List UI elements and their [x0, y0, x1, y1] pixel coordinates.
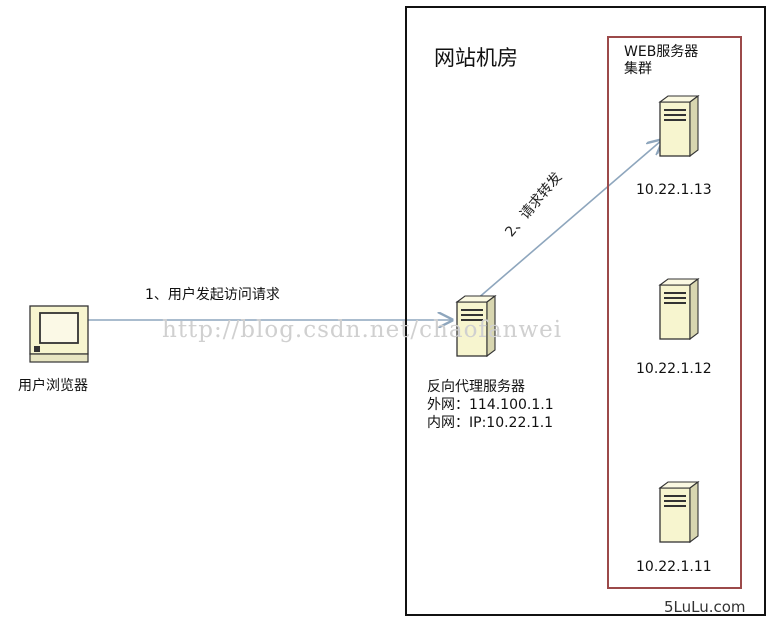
- cluster-title-line1: WEB服务器: [624, 44, 699, 60]
- proxy-label: 反向代理服务器 外网：114.100.1.1 内网：IP:10.22.1.1: [427, 378, 554, 432]
- browser-label: 用户浏览器: [18, 378, 88, 394]
- web-cluster-box: [607, 36, 742, 589]
- proxy-internal-ip: 内网：IP:10.22.1.1: [427, 415, 554, 431]
- forward-arrow: [461, 140, 662, 313]
- step1-label: 1、用户发起访问请求: [145, 287, 280, 303]
- server-ip-3: 10.22.1.11: [636, 559, 712, 575]
- watermark-text: http://blog.csdn.net/chaofanwei: [162, 317, 563, 343]
- server-ip-2: 10.22.1.12: [636, 361, 712, 377]
- server-ip-1: 10.22.1.13: [636, 182, 712, 198]
- room-title: 网站机房: [434, 46, 518, 70]
- cluster-title-line2: 集群: [624, 61, 652, 77]
- brand-logo-text: 5LuLu.com: [664, 598, 746, 616]
- website-room-box: [405, 6, 766, 616]
- computer-icon: [29, 305, 89, 363]
- proxy-title: 反向代理服务器: [427, 379, 525, 395]
- proxy-external-ip: 外网：114.100.1.1: [427, 397, 554, 413]
- cluster-title: WEB服务器 集群: [624, 44, 698, 78]
